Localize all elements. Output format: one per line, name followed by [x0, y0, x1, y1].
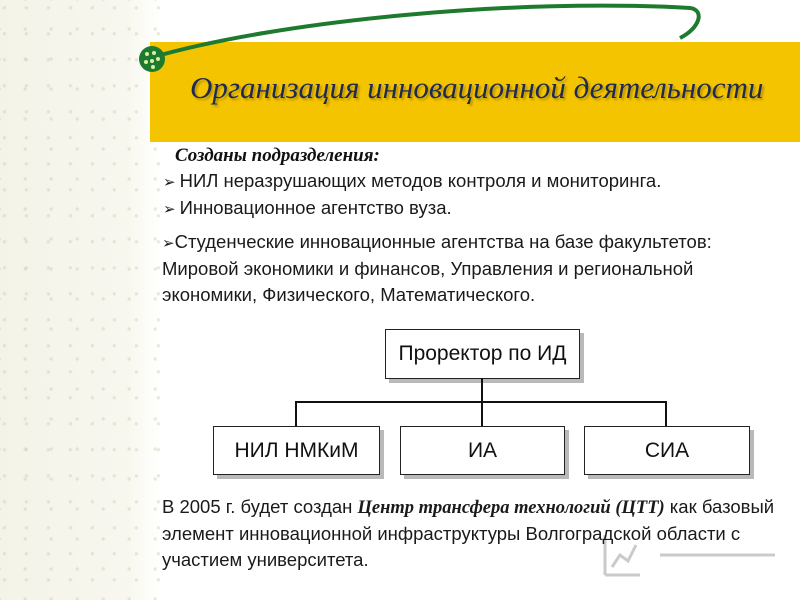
bullet-item: ➢НИЛ неразрушающих методов контроля и мо…: [163, 170, 662, 191]
connector-line: [295, 401, 297, 426]
swoosh-decoration: [139, 3, 701, 72]
emphasis-text: Центр трансфера технологий (ЦТТ): [357, 498, 665, 518]
title-band: [150, 42, 800, 142]
arrow-bullet-icon: ➢: [162, 234, 175, 252]
chart-logo-icon: [603, 535, 775, 577]
org-box-child: СИА: [584, 426, 750, 475]
connector-line: [481, 378, 483, 402]
arrow-bullet-icon: ➢: [163, 173, 176, 191]
connector-line: [481, 401, 483, 426]
subheading: Созданы подразделения:: [175, 145, 380, 166]
org-box-top: Проректор по ИД: [385, 329, 580, 379]
org-box-child: ИА: [400, 426, 565, 475]
bottom-paragraph: В 2005 г. будет создан Центр трансфера т…: [162, 496, 775, 570]
slide-title: Организация инновационной деятельности: [190, 70, 764, 105]
bullet-item-multiline: ➢Студенческие инновационные агентства на…: [162, 231, 712, 305]
bullet-item: ➢Инновационное агентство вуза.: [163, 197, 452, 218]
arrow-bullet-icon: ➢: [163, 200, 176, 218]
green-dot-icon: [139, 46, 165, 72]
org-box-child: НИЛ НМКиМ: [213, 426, 380, 475]
background-texture: [0, 0, 160, 600]
connector-line: [665, 401, 667, 426]
